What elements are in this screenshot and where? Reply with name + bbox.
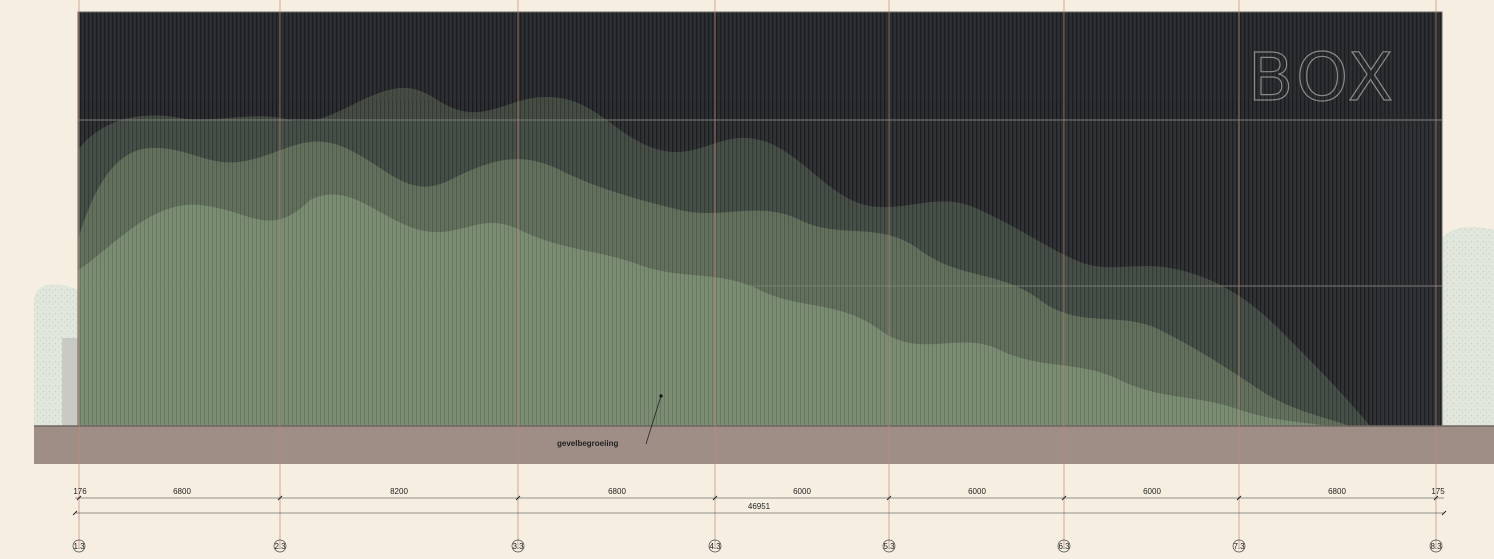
bay-dimension-7: 6800 — [1328, 487, 1346, 496]
total-tick-0 — [72, 510, 78, 516]
grid-axis-7.3: 7.3 — [1233, 542, 1245, 551]
dimension-tick-3.3 — [515, 495, 521, 501]
grid-axis-5.3: 5.3 — [883, 542, 895, 551]
bay-dimension-3: 6800 — [608, 487, 626, 496]
bay-dimension-6: 6000 — [1143, 487, 1161, 496]
grid-axis-3.3: 3.3 — [512, 542, 524, 551]
bay-dimension-2: 8200 — [390, 487, 408, 496]
grid-bubble-4.3 — [708, 539, 722, 553]
grid-axis-1.3: 1.3 — [73, 542, 85, 551]
bay-dimension-5: 6000 — [968, 487, 986, 496]
annotation-leader — [645, 395, 662, 445]
grid-axis-8.3: 8.3 — [1430, 542, 1442, 551]
dimension-tick-5.3 — [886, 495, 892, 501]
dimension-tick-2.3 — [277, 495, 283, 501]
greenery-ribbing — [78, 100, 1378, 426]
side-wall-left — [62, 338, 78, 426]
grid-bubble-2.3 — [273, 539, 287, 553]
dimension-tick-7.3 — [1236, 495, 1242, 501]
grid-bubble-1.3 — [72, 539, 86, 553]
tree-right — [1440, 226, 1494, 425]
grid-bubble-7.3 — [1232, 539, 1246, 553]
grid-bubble-8.3 — [1429, 539, 1443, 553]
dimension-tick-4.3 — [712, 495, 718, 501]
dimension-tick-6.3 — [1061, 495, 1067, 501]
grid-bubble-3.3 — [511, 539, 525, 553]
total-dimension: 46951 — [748, 502, 771, 511]
grid-bubble-6.3 — [1057, 539, 1071, 553]
annotation-gevelbegroeiing: gevelbegroeiing — [557, 439, 618, 448]
edge-dimension-left: 176 — [73, 487, 87, 496]
grid-bubble-5.3 — [882, 539, 896, 553]
edge-dimension-right: 175 — [1431, 487, 1445, 496]
bay-dimension-1: 6800 — [173, 487, 191, 496]
bay-dimension-4: 6000 — [793, 487, 811, 496]
ground-strip — [34, 426, 1494, 464]
dimension-layer: 6800 8200 6800 6000 6000 6000 6800 176 175 46951 1… — [72, 487, 1447, 553]
dimension-tick-1.3 — [76, 495, 82, 501]
facade-greenery — [78, 87, 1378, 427]
grid-axis-2.3: 2.3 — [274, 542, 286, 551]
grid-axis-4.3: 4.3 — [709, 542, 721, 551]
dimension-tick-8.3 — [1433, 495, 1439, 501]
grid-layer — [78, 0, 1437, 548]
grid-axis-6.3: 6.3 — [1058, 542, 1070, 551]
total-tick-1 — [1441, 510, 1447, 516]
